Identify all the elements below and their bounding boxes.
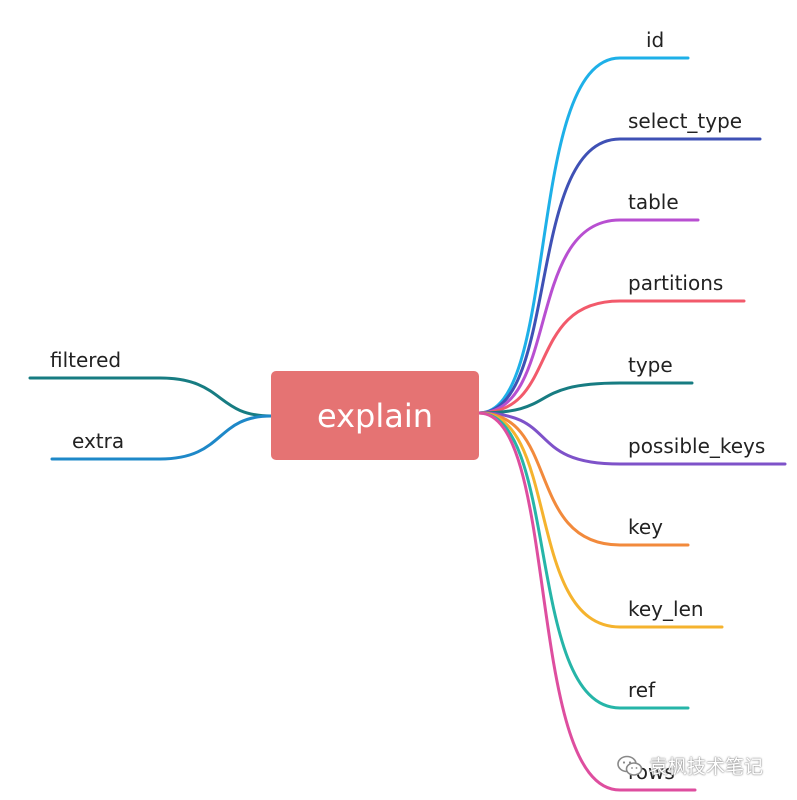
branch-key[interactable]: key bbox=[628, 515, 664, 539]
connector-possible-keys bbox=[477, 411, 787, 466]
branch-extra[interactable]: extra bbox=[72, 429, 125, 453]
branch-type[interactable]: type bbox=[628, 353, 673, 377]
connector-table bbox=[477, 218, 700, 415]
watermark: 袁枫技术笔记 bbox=[617, 752, 763, 779]
wechat-icon bbox=[617, 755, 643, 776]
watermark-text: 袁枫技术笔记 bbox=[649, 756, 764, 778]
connector-select-type bbox=[477, 137, 762, 415]
branch-key-len[interactable]: key_len bbox=[628, 597, 704, 621]
root-node-explain[interactable]: explain bbox=[271, 371, 479, 460]
connector-id bbox=[477, 56, 690, 415]
branch-select-type[interactable]: select_type bbox=[628, 109, 743, 133]
branch-filtered[interactable]: filtered bbox=[50, 348, 122, 372]
connector-filtered bbox=[28, 376, 273, 418]
connector-key bbox=[477, 411, 690, 547]
branch-id[interactable]: id bbox=[646, 28, 665, 52]
root-node-label: explain bbox=[316, 396, 434, 435]
branch-ref[interactable]: ref bbox=[628, 678, 656, 702]
connector-extra bbox=[50, 414, 273, 461]
connector-type bbox=[477, 381, 694, 415]
branch-table[interactable]: table bbox=[628, 190, 679, 214]
branch-possible-keys[interactable]: possible_keys bbox=[628, 434, 766, 458]
connector-partitions bbox=[477, 299, 746, 415]
connector-rows bbox=[477, 411, 697, 792]
connector-ref bbox=[477, 411, 690, 710]
branch-partitions[interactable]: partitions bbox=[628, 271, 724, 295]
connector-key-len bbox=[477, 411, 724, 629]
